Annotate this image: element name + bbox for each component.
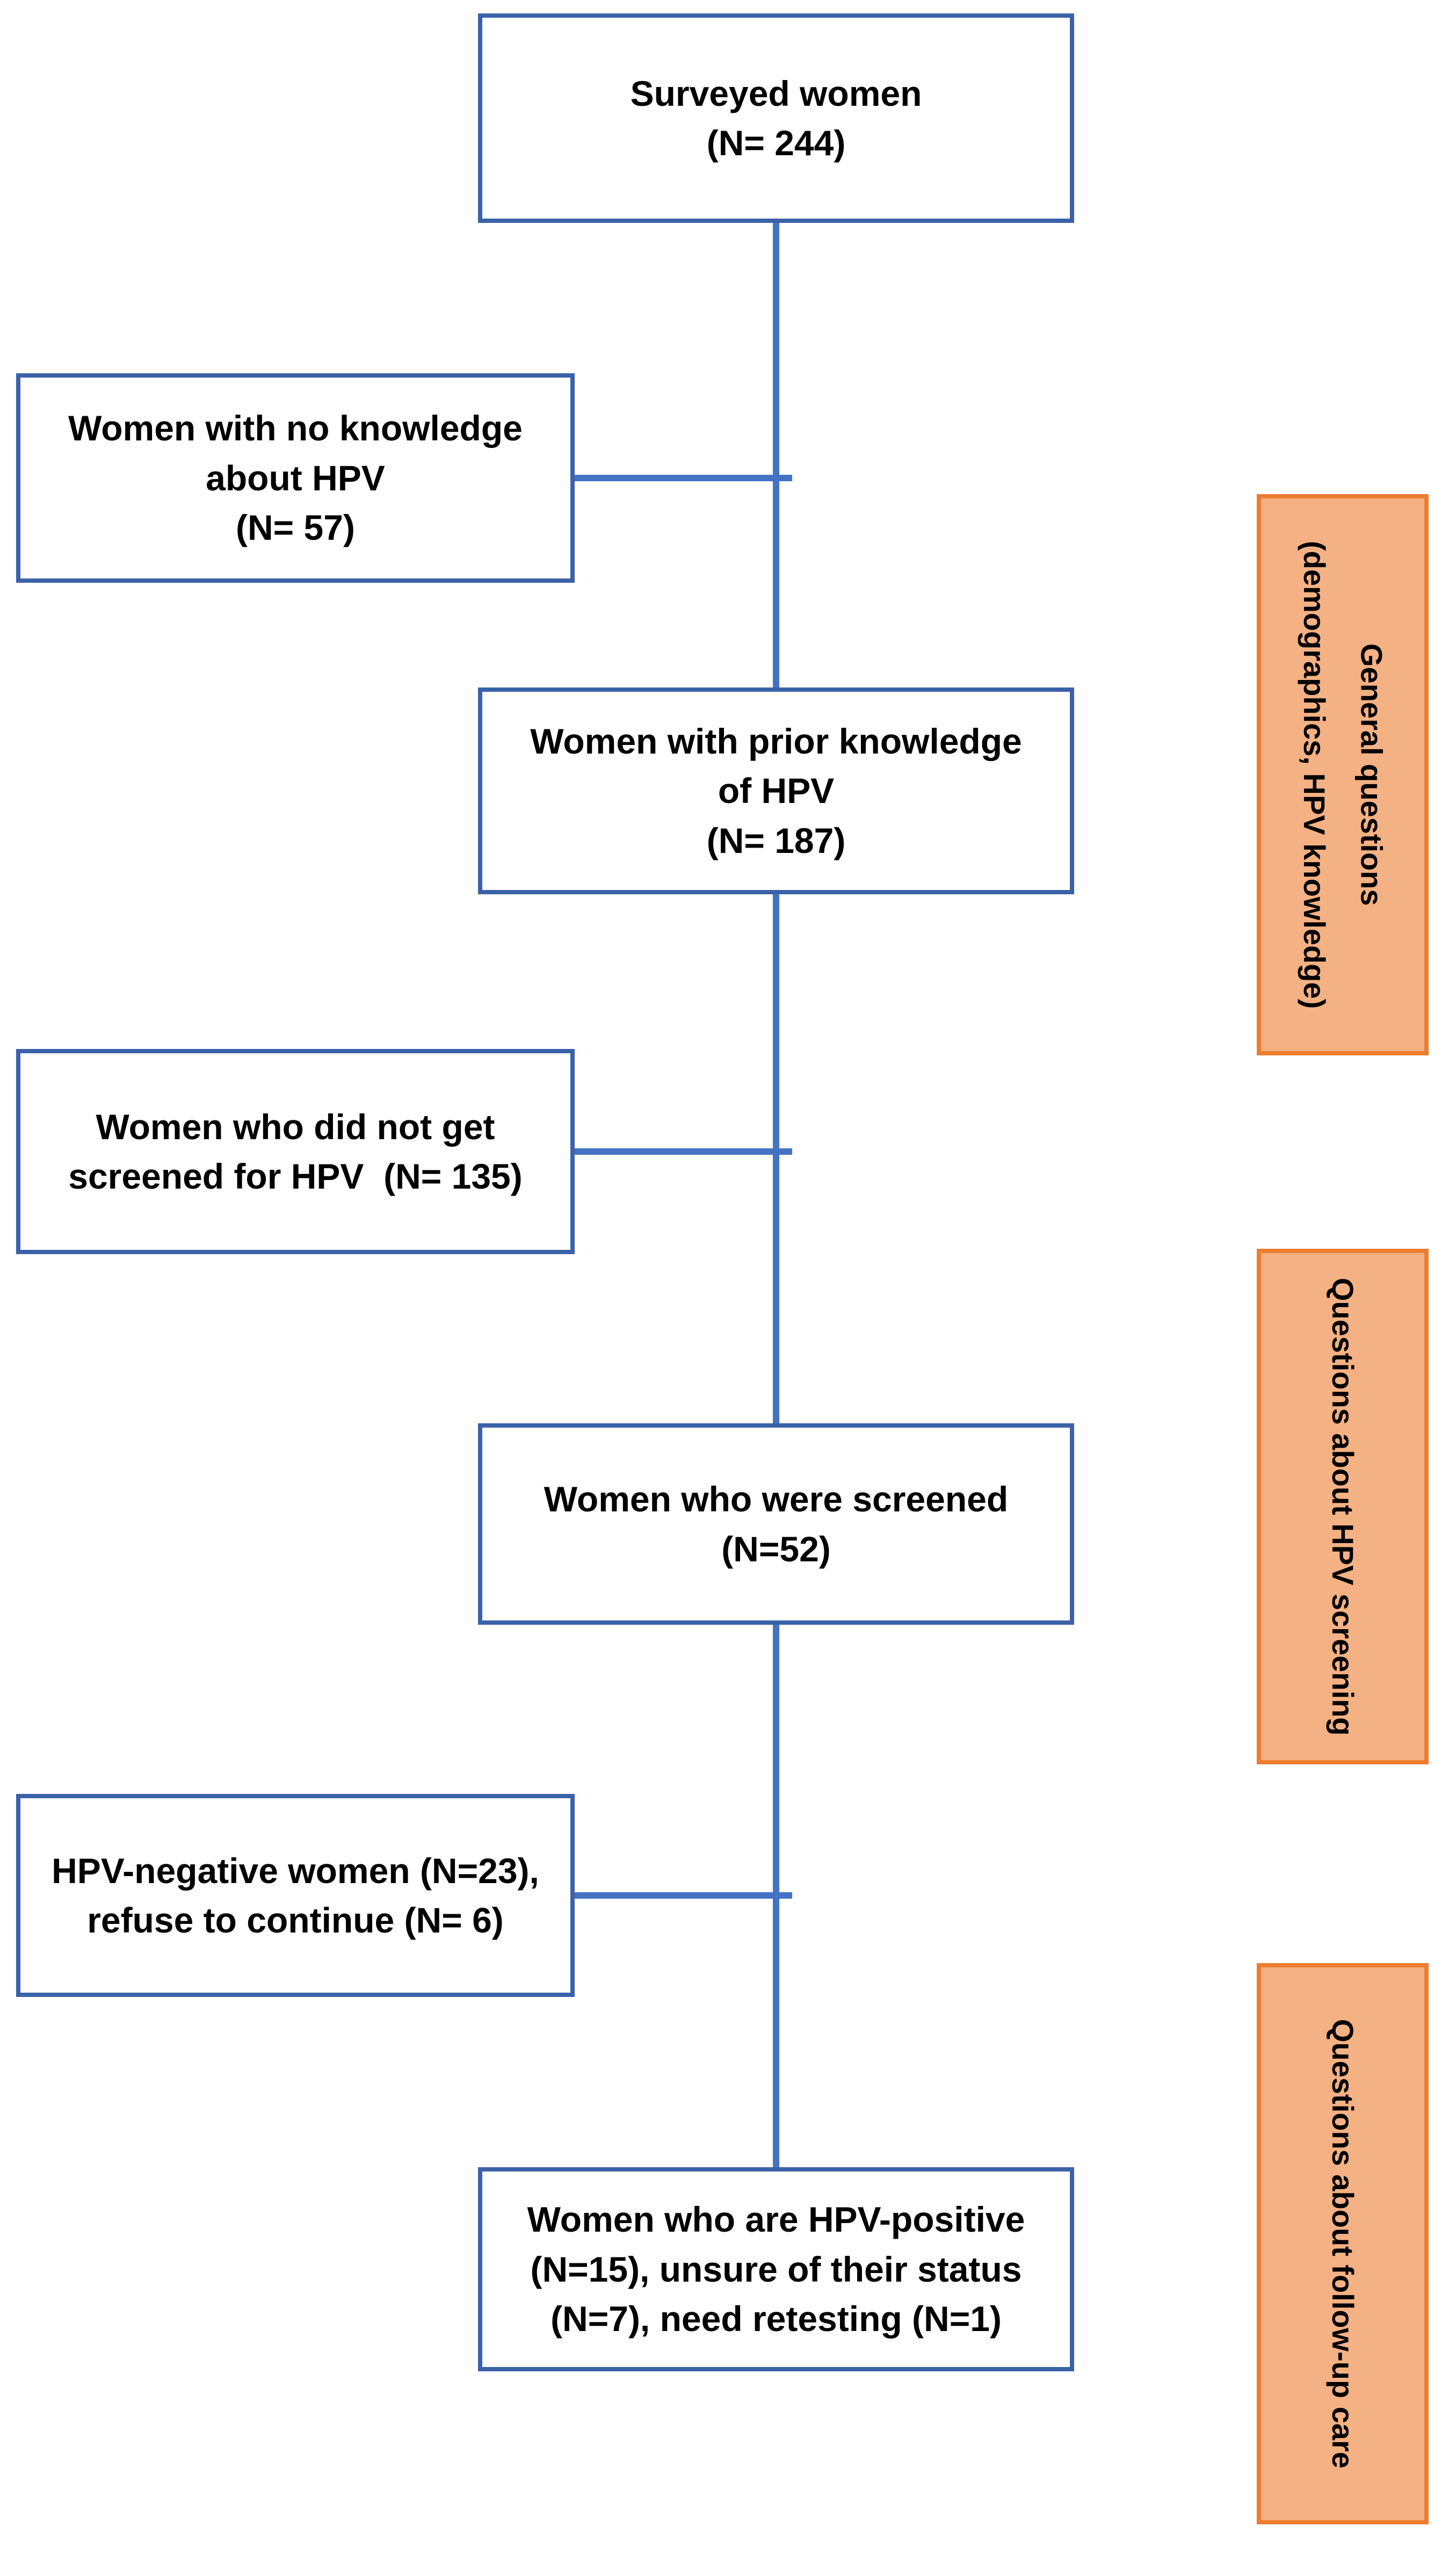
section-label-text: Questions about follow-up care: [1314, 2019, 1371, 2469]
box-prior-knowledge: Women with prior knowledge of HPV (N= 187): [478, 687, 1074, 894]
text-line: refuse to continue (N= 6): [87, 1900, 504, 1940]
text-line: (demographics, HPV knowledge): [1298, 540, 1331, 1009]
text-line: Women who are HPV-positive: [527, 2199, 1025, 2240]
text-line: Questions about HPV screening: [1326, 1277, 1360, 1736]
text-line: HPV-negative women (N=23),: [52, 1850, 539, 1891]
text-line: (N=15), unsure of their status: [530, 2249, 1022, 2289]
connector-prior-knowledge-to-screened: [773, 893, 779, 1424]
text-line: (N= 244): [706, 123, 846, 163]
text-line: (N=7), need retesting (N=1): [550, 2299, 1002, 2339]
section-label-general-questions: General questions (demographics, HPV know…: [1257, 494, 1429, 1055]
box-surveyed-women: Surveyed women (N= 244): [478, 13, 1074, 223]
text-line: Women with no knowledge: [68, 408, 523, 448]
box-screened: Women who were screened (N=52): [478, 1423, 1074, 1625]
text-line: (N= 187): [706, 820, 846, 860]
text-line: Women with prior knowledge: [530, 721, 1022, 761]
box-hpv-positive: Women who are HPV-positive (N=15), unsure…: [478, 2167, 1074, 2371]
text-line: Women who were screened: [544, 1479, 1009, 1519]
connector-branch-negative-refuse: [575, 1892, 792, 1899]
text-line: of HPV: [718, 771, 835, 811]
box-no-knowledge: Women with no knowledge about HPV (N= 57): [16, 373, 575, 583]
text-line: (N=52): [721, 1529, 831, 1569]
connector-surveyed-to-prior-knowledge: [773, 222, 779, 689]
text-line: Surveyed women: [630, 73, 922, 113]
box-hpv-negative-refuse: HPV-negative women (N=23), refuse to cont…: [16, 1794, 575, 1997]
text-line: screened for HPV (N= 135): [68, 1156, 523, 1196]
text-line: (N= 57): [236, 508, 355, 548]
section-label-hpv-screening: Questions about HPV screening: [1257, 1249, 1429, 1764]
section-label-text: Questions about HPV screening: [1314, 1278, 1371, 1736]
connector-branch-no-knowledge: [575, 475, 792, 481]
connector-branch-not-screened: [575, 1148, 792, 1155]
box-not-screened: Women who did not get screened for HPV (N…: [16, 1049, 575, 1254]
text-line: Questions about follow-up care: [1326, 2019, 1360, 2469]
text-line: General questions: [1354, 643, 1389, 906]
text-line: about HPV: [206, 458, 385, 498]
text-line: Women who did not get: [96, 1106, 495, 1147]
section-label-text: General questions (demographics, HPV know…: [1286, 541, 1400, 1009]
section-label-followup-care: Questions about follow-up care: [1257, 1963, 1429, 2524]
